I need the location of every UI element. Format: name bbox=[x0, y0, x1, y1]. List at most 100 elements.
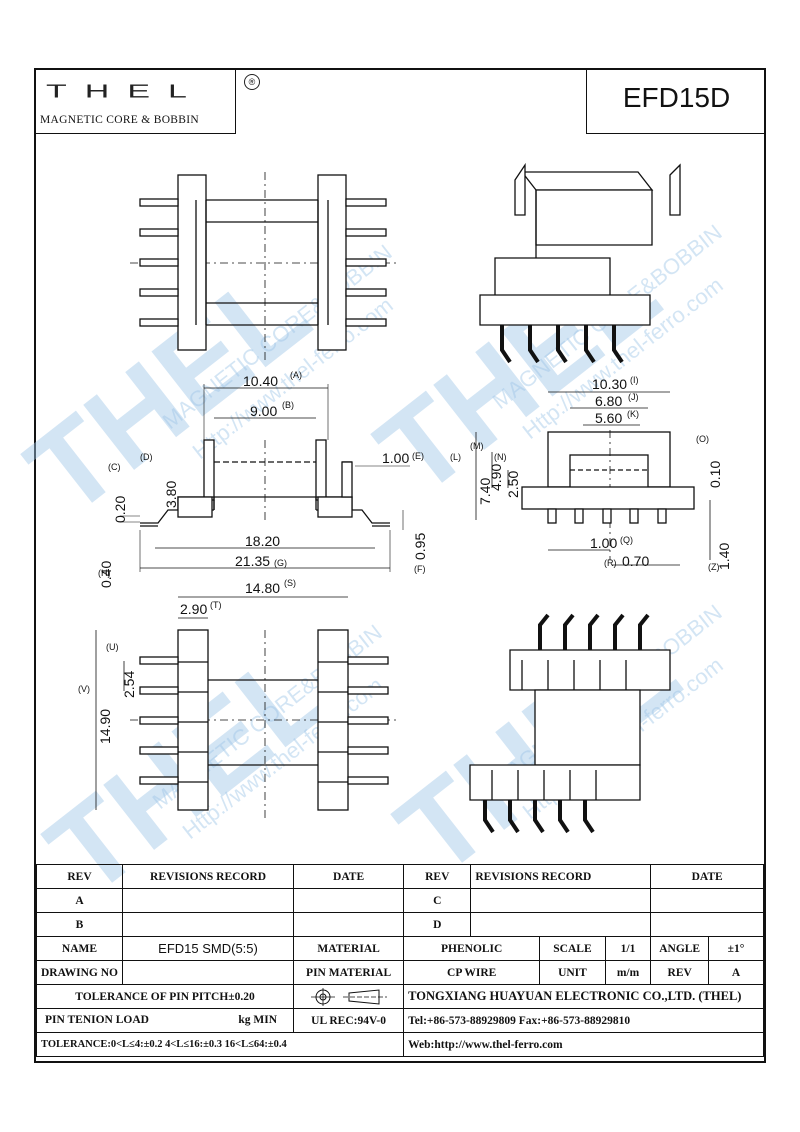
drawing-no-label: DRAWING NO bbox=[36, 960, 123, 985]
front-view bbox=[120, 384, 410, 572]
rev-a-date bbox=[293, 888, 405, 913]
dim-r-tag: (R) bbox=[604, 558, 617, 568]
tolerance-pin-pitch: TOLERANCE OF PIN PITCH±0.20 bbox=[35, 984, 295, 1009]
dim-t-tag: (T) bbox=[210, 600, 222, 610]
logo-box: THEL ® MAGNETIC CORE & BOBBIN bbox=[34, 68, 260, 134]
dim-n-tag: (N) bbox=[494, 452, 507, 462]
projection-symbol bbox=[293, 984, 405, 1009]
dim-z: 1.40 bbox=[716, 543, 732, 570]
logo-subtitle: MAGNETIC CORE & BOBBIN bbox=[40, 114, 199, 126]
tolerance-general: TOLERANCE:0<L≤4:±0.2 4<L≤16:±0.3 16<L≤64… bbox=[35, 1032, 405, 1057]
third-angle-projection-icon bbox=[310, 987, 387, 1006]
isometric-view-top bbox=[479, 162, 681, 364]
isometric-view-bottom bbox=[469, 613, 671, 834]
dim-s-tag: (S) bbox=[284, 578, 296, 588]
rev-header-right: REV bbox=[403, 864, 472, 889]
pin-material-value: CP WIRE bbox=[403, 960, 541, 985]
dim-k: 5.60 bbox=[595, 410, 622, 426]
tel-fax: Tel:+86-573-88929809 Fax:+86-573-8892981… bbox=[403, 1008, 764, 1033]
dim-q: 1.00 bbox=[590, 535, 617, 551]
dim-z-tag: (Z) bbox=[708, 562, 720, 572]
ul-rec: UL REC:94V-0 bbox=[293, 1008, 405, 1033]
date-header-right: DATE bbox=[650, 864, 764, 889]
dim-f: 0.95 bbox=[412, 533, 428, 560]
rev-label: REV bbox=[650, 960, 710, 985]
dim-u-tag: (U) bbox=[106, 642, 119, 652]
dim-t: 2.90 bbox=[180, 601, 207, 617]
dim-i-tag: (I) bbox=[630, 375, 639, 385]
pin-tension-label: PIN TENION LOAD bbox=[45, 1014, 149, 1026]
scale-label: SCALE bbox=[539, 936, 606, 961]
dim-a-tag: (A) bbox=[290, 370, 302, 380]
dim-c-tag: (C) bbox=[108, 462, 121, 472]
dim-d-tag: (D) bbox=[140, 452, 153, 462]
pin-material-label: PIN MATERIAL bbox=[293, 960, 405, 985]
unit-label: UNIT bbox=[539, 960, 606, 985]
rev-b-date bbox=[293, 912, 405, 937]
web-address: Web:http://www.thel-ferro.com bbox=[403, 1032, 764, 1057]
dim-o: 0.10 bbox=[707, 461, 723, 488]
name-label: NAME bbox=[36, 936, 123, 961]
angle-value: ±1° bbox=[708, 936, 764, 961]
dim-s: 14.80 bbox=[245, 580, 280, 596]
model-title: EFD15D bbox=[622, 82, 731, 113]
rev-a-record bbox=[121, 888, 295, 913]
dim-u: 2.54 bbox=[121, 671, 137, 698]
top-view bbox=[130, 172, 400, 360]
pin-tension-cell: PIN TENION LOAD kg MIN bbox=[35, 1008, 295, 1033]
rev-c-record bbox=[470, 888, 652, 913]
rev-a: A bbox=[36, 888, 123, 913]
logo-text: THEL bbox=[46, 80, 205, 102]
bottom-view bbox=[95, 596, 400, 820]
kg-min-label: kg MIN bbox=[238, 1014, 278, 1026]
drawing-sheet bbox=[34, 68, 766, 1063]
dim-f-tag: (F) bbox=[414, 564, 426, 574]
dim-c: 0.20 bbox=[112, 496, 128, 523]
dim-e: 1.00 bbox=[382, 450, 409, 466]
dimension-labels: 10.40 (A) 9.00 (B) 1.00 (E) 3.80 (D) 0.2… bbox=[78, 370, 732, 744]
rev-d: D bbox=[403, 912, 472, 937]
dim-q-tag: (Q) bbox=[620, 535, 633, 545]
revisions-header-right: REVISIONS RECORD bbox=[470, 864, 652, 889]
dim-l: 7.40 bbox=[477, 478, 493, 505]
rev-c-date bbox=[650, 888, 764, 913]
title-block: REV REVISIONS RECORD DATE REV REVISIONS … bbox=[35, 864, 764, 1057]
drawing-no-value bbox=[121, 960, 295, 985]
rev-value: A bbox=[708, 960, 764, 985]
side-view bbox=[475, 391, 711, 566]
rev-d-date bbox=[650, 912, 764, 937]
dim-g: 21.35 bbox=[235, 553, 270, 569]
dim-h: 0.40 bbox=[98, 561, 114, 588]
date-header-left: DATE bbox=[293, 864, 405, 889]
dim-b-tag: (B) bbox=[282, 400, 294, 410]
dim-m-tag: (M) bbox=[470, 441, 484, 451]
dim-n: 2.50 bbox=[505, 471, 521, 498]
dim-a: 10.40 bbox=[243, 373, 278, 389]
model-box: EFD15D bbox=[586, 68, 766, 134]
scale-value: 1/1 bbox=[604, 936, 652, 961]
dim-b: 9.00 bbox=[250, 403, 277, 419]
dim-o-tag: (O) bbox=[696, 434, 709, 444]
dim-j-tag: (J) bbox=[628, 392, 639, 402]
rev-d-record bbox=[470, 912, 652, 937]
name-value: EFD15 SMD(5:5) bbox=[121, 936, 295, 961]
dim-v: 14.90 bbox=[97, 709, 113, 744]
company-name: TONGXIANG HUAYUAN ELECTRONIC CO.,LTD. (T… bbox=[403, 984, 764, 1009]
material-label: MATERIAL bbox=[293, 936, 405, 961]
unit-value: m/m bbox=[604, 960, 652, 985]
rev-b: B bbox=[36, 912, 123, 937]
dim-i: 10.30 bbox=[592, 376, 627, 392]
dim-v-tag: (V) bbox=[78, 684, 90, 694]
dim-m: 4.90 bbox=[488, 464, 504, 491]
dim-len1: 18.20 bbox=[245, 533, 280, 549]
angle-label: ANGLE bbox=[650, 936, 710, 961]
rev-c: C bbox=[403, 888, 472, 913]
dim-r: 0.70 bbox=[622, 553, 649, 569]
rev-header-left: REV bbox=[36, 864, 123, 889]
dim-j: 6.80 bbox=[595, 393, 622, 409]
dim-d: 3.80 bbox=[163, 481, 179, 508]
dim-l-tag: (L) bbox=[450, 452, 461, 462]
dim-k-tag: (K) bbox=[627, 409, 639, 419]
dim-g-tag: (G) bbox=[274, 558, 287, 568]
